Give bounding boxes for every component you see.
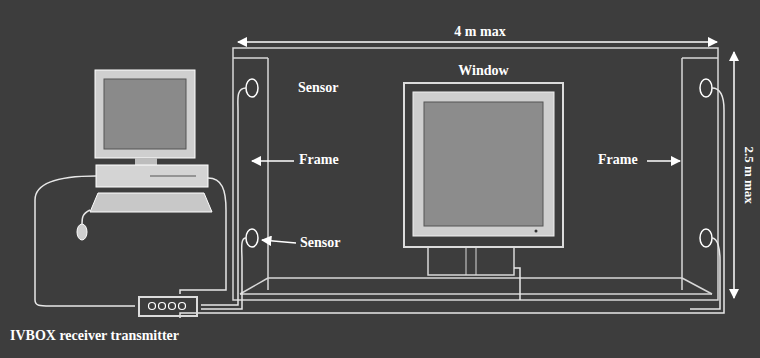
ivbox-box: IVBOX receiver transmitter xyxy=(138,296,198,317)
part-label: Sensor xyxy=(298,80,338,95)
width-dimension xyxy=(238,41,717,43)
dimension-label: 2.5 m max xyxy=(742,146,756,203)
part-label: Frame xyxy=(598,152,638,167)
computer xyxy=(77,70,212,240)
computer-cables xyxy=(35,176,226,306)
window-monitor xyxy=(413,92,554,300)
sensor-cables xyxy=(180,88,724,318)
part-label: Frame xyxy=(299,152,339,167)
node-label: IVBOX receiver transmitter xyxy=(10,328,179,343)
part-label: Sensor xyxy=(300,235,340,250)
sensor-leader xyxy=(262,240,296,243)
height-dimension xyxy=(733,52,735,298)
node-label: Window xyxy=(458,63,508,78)
sensors xyxy=(246,79,712,247)
window-box: Window xyxy=(403,82,564,248)
dimension-label: 4 m max xyxy=(452,24,507,39)
ivbox-sockets xyxy=(149,303,186,310)
frame-leader xyxy=(252,160,294,162)
frame-structure xyxy=(233,48,718,300)
frame-leader xyxy=(647,160,680,162)
